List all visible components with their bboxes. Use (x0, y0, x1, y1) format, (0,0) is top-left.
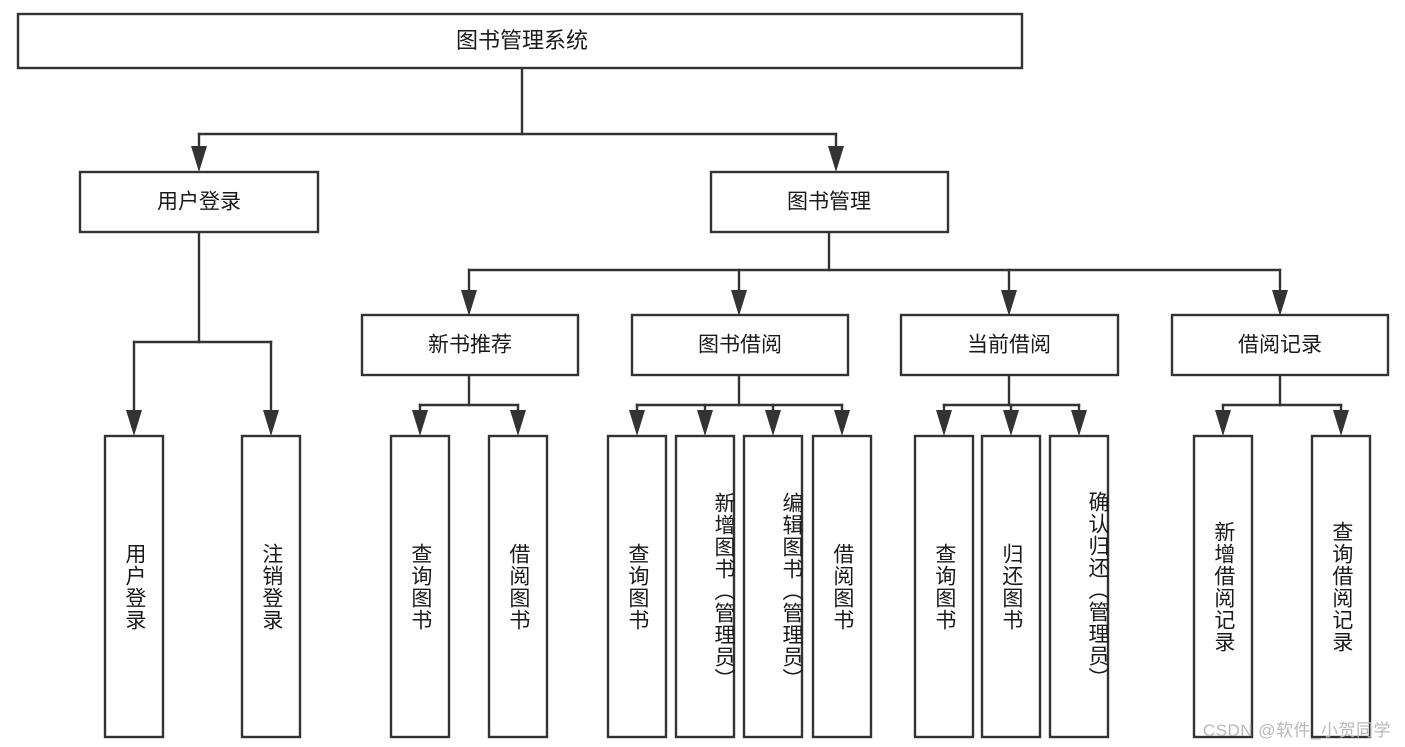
node-leaf-add-book[interactable] (674, 434, 736, 739)
arrowhead-book-manage (828, 146, 844, 172)
arrowhead-leaf-return-book (1003, 410, 1019, 436)
node-leaf-add-record[interactable] (1192, 434, 1254, 739)
connector-layer (126, 66, 1349, 436)
arrowhead-leaf-borrow-book-1 (510, 410, 526, 436)
arrowhead-leaf-query-book-3 (936, 410, 952, 436)
arrowhead-leaf-logout (263, 410, 279, 436)
arrowhead-current-borrow (1001, 290, 1017, 316)
node-current-borrow-label: 当前借阅 (967, 334, 1051, 357)
arrowhead-leaf-borrow-book-2 (834, 410, 850, 436)
arrowhead-leaf-add-book (697, 410, 713, 436)
node-leaf-query-book-3[interactable] (913, 434, 975, 739)
arrowhead-leaf-query-record (1333, 410, 1349, 436)
node-borrow-record-label: 借阅记录 (1238, 334, 1322, 357)
arrowhead-leaf-edit-book (765, 410, 781, 436)
node-leaf-user-login[interactable] (103, 434, 165, 739)
node-leaf-borrow-book-2[interactable] (811, 434, 873, 739)
node-book-borrow-label: 图书借阅 (698, 334, 782, 357)
node-user-login-label: 用户登录 (157, 191, 241, 214)
node-book-borrow[interactable] (630, 313, 850, 377)
arrowhead-leaf-query-book-2 (629, 410, 645, 436)
node-leaf-edit-book[interactable] (742, 434, 804, 739)
arrowhead-book-borrow (731, 290, 747, 316)
node-leaf-confirm-return[interactable] (1048, 434, 1110, 739)
node-leaf-query-record[interactable] (1310, 434, 1372, 739)
node-current-borrow[interactable] (899, 313, 1120, 377)
node-leaf-query-book-2[interactable] (606, 434, 668, 739)
node-book-manage[interactable] (709, 170, 950, 234)
arrowhead-leaf-confirm-return (1071, 410, 1087, 436)
node-book-manage-label: 图书管理 (787, 191, 871, 214)
node-new-book-rec-label: 新书推荐 (428, 334, 512, 357)
arrowhead-user-login (191, 146, 207, 172)
arrowhead-leaf-user-login (126, 410, 142, 436)
csdn-watermark: CSDN @软件_小贺同学 (1202, 721, 1391, 740)
node-new-book-rec[interactable] (360, 313, 580, 377)
node-root[interactable] (16, 12, 1024, 70)
node-leaf-logout[interactable] (240, 434, 302, 739)
node-leaf-return-book[interactable] (980, 434, 1042, 739)
arrowhead-new-book-rec (461, 290, 477, 316)
node-user-login[interactable] (78, 170, 320, 234)
arrowhead-leaf-add-record (1215, 410, 1231, 436)
arrowhead-borrow-record (1272, 290, 1288, 316)
node-layer: 图书管理系统 用户登录 图书管理 新书推荐 图书借阅 当前借阅 借阅记录 (16, 12, 1390, 739)
arrowhead-leaf-query-book-1 (412, 410, 428, 436)
node-leaf-borrow-book-1[interactable] (487, 434, 549, 739)
node-leaf-query-book-1[interactable] (389, 434, 451, 739)
node-root-label: 图书管理系统 (456, 28, 588, 53)
node-borrow-record[interactable] (1170, 313, 1390, 377)
